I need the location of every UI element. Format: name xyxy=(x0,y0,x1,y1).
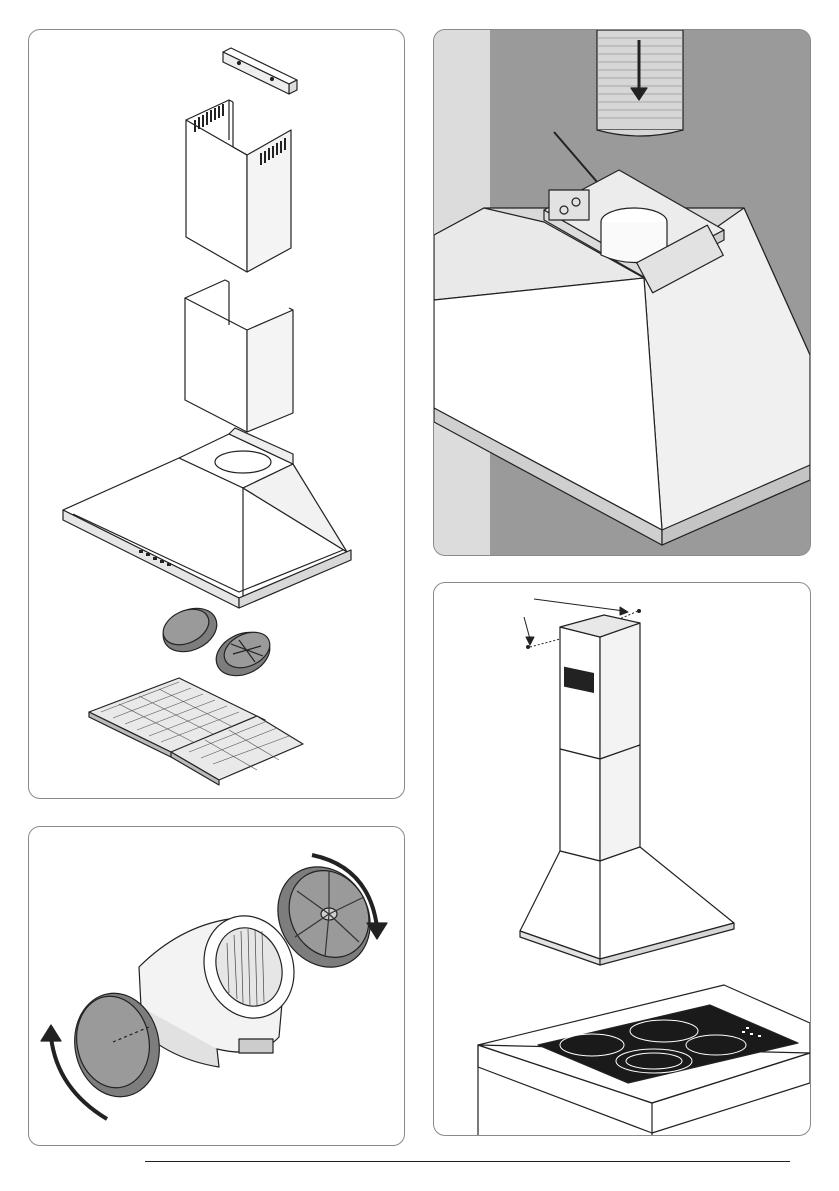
chimney-stack xyxy=(560,615,640,861)
worktop-with-hob xyxy=(478,985,810,1135)
carbon-filter-fitting-drawing xyxy=(29,827,404,1145)
footer-rule xyxy=(145,1161,790,1162)
lower-chimney-section xyxy=(185,280,293,432)
carbon-filter-fitting-panel xyxy=(28,826,405,1146)
upper-chimney-section xyxy=(186,100,291,272)
installed-hood-panel xyxy=(433,582,811,1136)
carbon-filter-pair xyxy=(156,600,277,684)
duct-connection-drawing xyxy=(434,30,810,555)
duct-connection-panel xyxy=(433,29,811,556)
grease-filter-pair xyxy=(89,678,303,785)
wall-bracket xyxy=(223,48,297,94)
hood-canopy xyxy=(520,847,734,965)
hood-canopy xyxy=(63,428,351,608)
exploded-parts-drawing xyxy=(29,30,404,798)
installed-hood-drawing xyxy=(434,583,810,1135)
exploded-parts-panel xyxy=(28,29,405,799)
